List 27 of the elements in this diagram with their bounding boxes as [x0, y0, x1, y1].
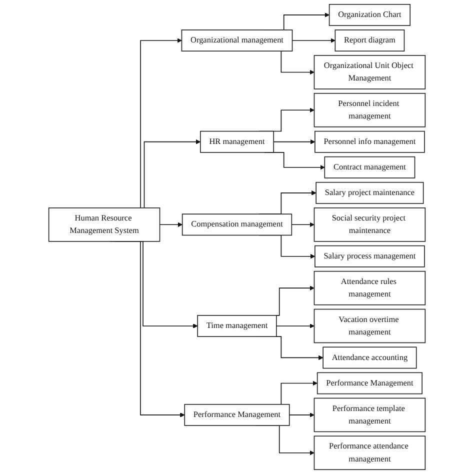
node-box: Report diagram [334, 30, 405, 52]
node-box: Salary process management [314, 245, 425, 268]
node-box: Performance attendance management [314, 436, 426, 470]
node-box: Vacation overtime management [314, 308, 426, 344]
node-box: Compensation management [182, 214, 292, 236]
node-box: Performance Management [316, 372, 422, 394]
node-box: Organization Chart [328, 4, 411, 26]
node-box: Performance template management [314, 398, 426, 432]
arrow [159, 222, 183, 228]
node-box: HR management [200, 130, 274, 153]
node-box: Personnel incident management [314, 92, 426, 128]
node-box: Personnel info management [314, 130, 425, 153]
node-box: Organizational Unit Object Management [314, 55, 426, 90]
node-box: Contract management [324, 156, 416, 178]
node-box: Attendance rules management [314, 270, 426, 306]
arrow [291, 222, 314, 228]
node-box: Performance Management [184, 404, 290, 426]
node-box: Time management [197, 315, 277, 337]
node-box: Organizational management [181, 30, 293, 52]
node-box: Attendance accounting [322, 346, 417, 369]
arrow [288, 412, 314, 418]
node-box: Social security project maintenance [314, 207, 426, 242]
arrow [273, 139, 316, 144]
arrow [292, 38, 336, 43]
arrow [276, 324, 314, 328]
node-box: Salary project maintenance [316, 182, 424, 204]
node-box: Human Resource Management System [48, 207, 160, 242]
